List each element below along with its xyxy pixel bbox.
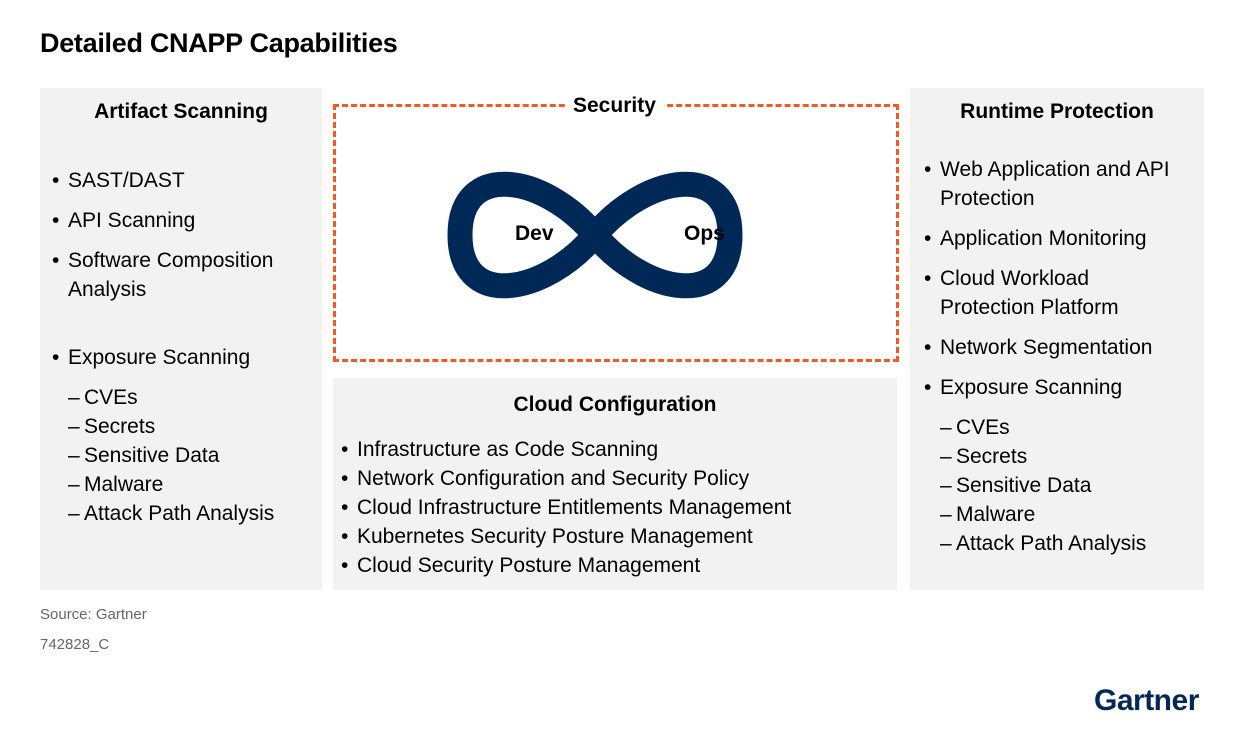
panel-heading: Cloud Configuration (513, 393, 717, 416)
panel-heading: Artifact Scanning (94, 100, 268, 123)
list-item: Infrastructure as Code Scanning (341, 435, 897, 464)
list-item: Kubernetes Security Posture Management (341, 522, 897, 551)
list-item: Software Composition Analysis (52, 246, 318, 304)
sub-item: Malware (924, 500, 1200, 529)
list-item: Cloud Infrastructure Entitlements Manage… (341, 493, 897, 522)
sub-item: Malware (52, 470, 318, 499)
page-title: Detailed CNAPP Capabilities (40, 28, 398, 58)
sub-item: Secrets (52, 412, 318, 441)
runtime-protection-panel: Runtime Protection Web Application and A… (910, 88, 1204, 590)
sub-item: Secrets (924, 442, 1200, 471)
ops-label: Ops (684, 222, 725, 245)
sub-item: Sensitive Data (52, 441, 318, 470)
list-item: Application Monitoring (924, 224, 1200, 253)
list-item: Exposure Scanning (924, 373, 1200, 402)
security-label: Security (565, 94, 664, 118)
sub-item: CVEs (924, 413, 1200, 442)
cloud-configuration-panel: Cloud Configuration Infrastructure as Co… (333, 378, 897, 590)
panel-heading: Runtime Protection (960, 100, 1154, 123)
source-note: Source: Gartner (40, 606, 147, 623)
list-item: SAST/DAST (52, 166, 318, 195)
list-item: Cloud Security Posture Management (341, 551, 897, 580)
sub-item: Sensitive Data (924, 471, 1200, 500)
list-item: Exposure Scanning (52, 343, 318, 372)
list-item: API Scanning (52, 206, 318, 235)
list-item: Network Configuration and Security Polic… (341, 464, 897, 493)
list-item: Cloud Workload Protection Platform (924, 264, 1180, 322)
sub-item: Attack Path Analysis (924, 529, 1200, 558)
figure-code: 742828_C (40, 636, 110, 653)
sub-item: CVEs (52, 383, 318, 412)
dev-label: Dev (515, 222, 554, 245)
devops-infinity-icon (447, 171, 743, 299)
list-item: Web Application and API Protection (924, 155, 1180, 213)
list-item: Network Segmentation (924, 333, 1200, 362)
artifact-scanning-panel: Artifact Scanning SAST/DAST API Scanning… (40, 88, 322, 590)
sub-item: Attack Path Analysis (52, 499, 318, 528)
gartner-logo: Gartner (1094, 684, 1199, 717)
